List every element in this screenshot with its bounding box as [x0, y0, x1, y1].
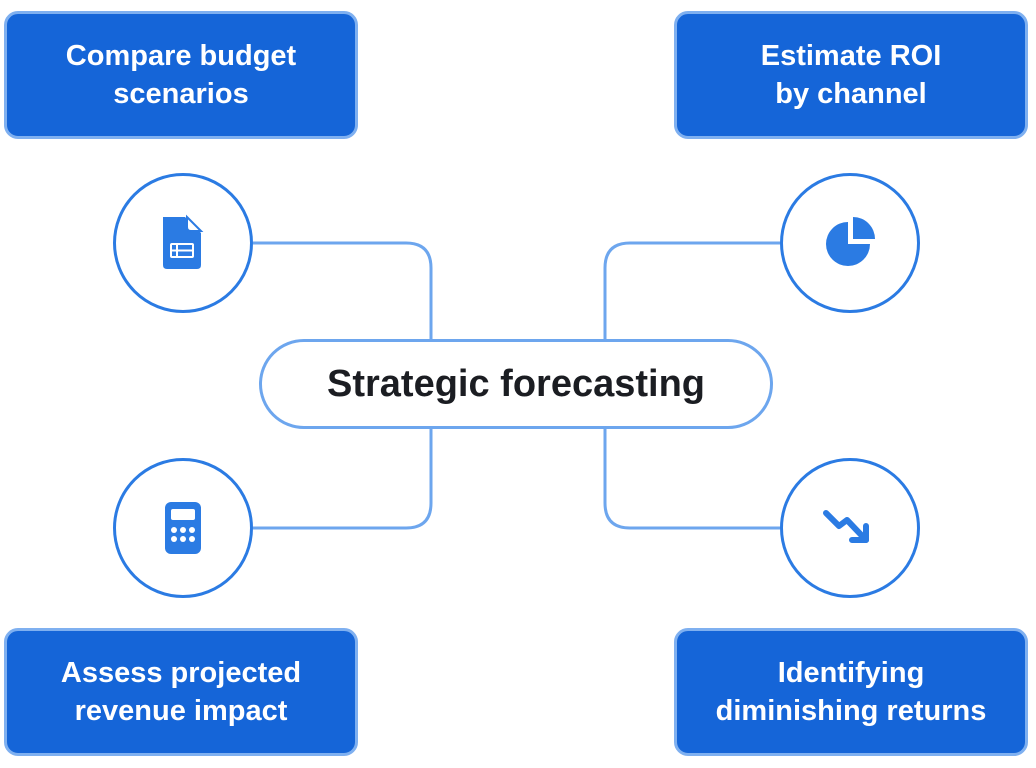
connector-top-right: [603, 241, 780, 339]
calculator-icon: [165, 502, 201, 554]
box-label: Compare budget scenarios: [65, 40, 297, 110]
central-topic-label: Strategic forecasting: [327, 362, 705, 405]
connector-bottom-left: [253, 429, 433, 530]
box-estimate-roi-by-channel: Estimate ROI by channel: [674, 11, 1028, 139]
box-compare-budget-scenarios: Compare budget scenarios: [4, 11, 358, 139]
pie-chart-icon: [826, 217, 875, 266]
spreadsheet-circle: [113, 173, 253, 313]
box-label: Assess projected revenue impact: [60, 657, 302, 727]
central-topic: Strategic forecasting: [259, 339, 773, 429]
box-label: Identifying diminishing returns: [715, 657, 987, 727]
connector-top-left: [253, 241, 433, 339]
calculator-circle: [113, 458, 253, 598]
box-identifying-diminishing-returns: Identifying diminishing returns: [674, 628, 1028, 756]
spreadsheet-document-icon: [163, 214, 204, 269]
trending-down-circle: [780, 458, 920, 598]
box-assess-projected-revenue-impact: Assess projected revenue impact: [4, 628, 358, 756]
box-label: Estimate ROI by channel: [760, 40, 942, 110]
trending-down-icon: [823, 510, 869, 543]
connector-bottom-right: [603, 429, 780, 530]
pie-chart-circle: [780, 173, 920, 313]
